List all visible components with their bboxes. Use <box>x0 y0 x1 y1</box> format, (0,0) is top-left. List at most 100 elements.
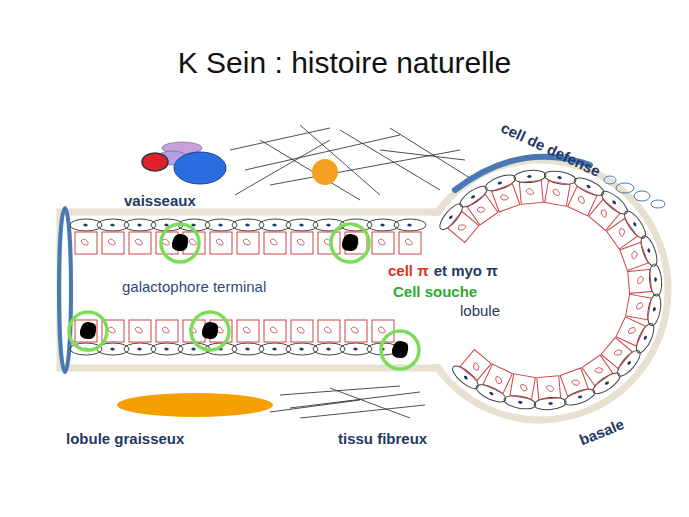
cell <box>618 234 660 275</box>
myo-nucleus <box>643 335 648 341</box>
duct-opening <box>59 208 71 372</box>
cell-nucleus <box>614 348 623 357</box>
epithelial-cells <box>70 169 663 411</box>
epithelial-cell <box>628 270 652 294</box>
stem-cell-nucleus <box>342 234 358 251</box>
cell-nucleus <box>571 379 580 387</box>
epithelial-cell <box>589 199 620 230</box>
cell-nucleus <box>108 239 115 245</box>
cell-nucleus <box>577 195 586 204</box>
epithelial-cell <box>560 368 588 396</box>
cell <box>474 362 517 405</box>
epithelial-cell <box>291 320 313 342</box>
epithelial-cell <box>519 180 543 204</box>
stem-cell-nucleus <box>392 341 408 358</box>
cell-nucleus <box>471 362 480 371</box>
epithelial-cell <box>607 218 638 249</box>
cell <box>585 188 631 234</box>
defense-cells <box>604 176 665 208</box>
epithelial-cell <box>75 320 97 342</box>
epithelial-cell <box>399 232 421 254</box>
cell-nucleus <box>546 385 554 392</box>
myo-nucleus <box>353 348 358 351</box>
stem-cells <box>69 224 419 369</box>
cell <box>598 334 644 380</box>
epithelial-cell <box>291 232 313 254</box>
epithelial-cell <box>467 194 498 225</box>
vessels <box>142 142 226 184</box>
cell <box>578 352 623 397</box>
cell-nucleus <box>324 327 331 333</box>
cell <box>503 373 540 411</box>
cell-nucleus <box>351 327 358 333</box>
cell-nucleus <box>637 276 644 284</box>
myo-nucleus <box>489 391 495 396</box>
cell <box>563 174 606 217</box>
myo-nucleus <box>326 224 331 227</box>
myo-nucleus <box>137 224 142 227</box>
cell-nucleus <box>270 327 277 333</box>
myo-nucleus <box>272 224 277 227</box>
epithelial-cell <box>129 232 151 254</box>
stem-cell-label: Cell souche <box>393 283 477 300</box>
cell-nucleus <box>630 250 638 259</box>
myo-nucleus <box>83 224 88 227</box>
myoepithelial-cell <box>638 234 660 268</box>
myo-nucleus <box>137 348 142 351</box>
title: K Sein : histoire naturelle <box>178 46 512 81</box>
myo-nucleus <box>299 348 304 351</box>
myo-nucleus <box>497 181 503 186</box>
cell-nucleus <box>162 327 169 333</box>
myo-nucleus <box>557 176 562 180</box>
cell-label: et myo π <box>434 262 498 279</box>
cell-nucleus <box>270 239 277 245</box>
cell-nucleus <box>378 327 385 333</box>
cell-nucleus <box>476 205 485 214</box>
myo-nucleus <box>463 375 469 381</box>
cell <box>532 375 567 411</box>
epithelial-cell <box>264 232 286 254</box>
myo-nucleus <box>110 348 115 351</box>
cell <box>627 264 663 299</box>
epithelial-cell <box>620 242 648 270</box>
myoepithelial-cell <box>614 347 644 379</box>
stem-cell-nucleus <box>172 234 188 251</box>
myo-nucleus <box>548 402 553 405</box>
myoepithelial-cell <box>563 386 597 408</box>
myo-nucleus <box>191 348 196 351</box>
cell-nucleus <box>297 239 304 245</box>
cell-nucleus <box>405 239 412 245</box>
myo-nucleus <box>577 395 583 400</box>
epithelial-cell <box>372 232 394 254</box>
myo-nucleus <box>299 224 304 227</box>
epithelial-cell <box>75 232 97 254</box>
myo-nucleus <box>407 224 412 227</box>
myo-nucleus <box>272 348 277 351</box>
cell-nucleus <box>297 327 304 333</box>
epithelial-cell <box>492 184 520 212</box>
cell-nucleus <box>526 188 534 195</box>
myo-nucleus <box>632 221 637 227</box>
cell-nucleus <box>636 302 643 310</box>
myoepithelial-cell <box>436 201 466 233</box>
stem-cell-marker <box>191 312 229 350</box>
epithelial-cell <box>318 320 340 342</box>
myo-nucleus <box>218 224 223 227</box>
cell <box>449 346 495 392</box>
epithelial-cell <box>237 232 259 254</box>
epithelial-cell <box>582 355 613 386</box>
cell-nucleus <box>135 327 142 333</box>
epithelial-cell <box>545 181 570 206</box>
myoepithelial-cell <box>483 172 517 194</box>
epithelial-cell <box>210 232 232 254</box>
cell <box>394 219 426 254</box>
myo-nucleus <box>647 248 652 254</box>
myo-nucleus <box>652 307 656 312</box>
myo-nucleus <box>586 184 592 189</box>
cell <box>540 169 577 207</box>
epithelial-cell <box>264 320 286 342</box>
cell-nucleus <box>617 227 626 236</box>
basal-membrane <box>60 160 668 420</box>
structure-label: tissu fibreux <box>338 430 427 447</box>
